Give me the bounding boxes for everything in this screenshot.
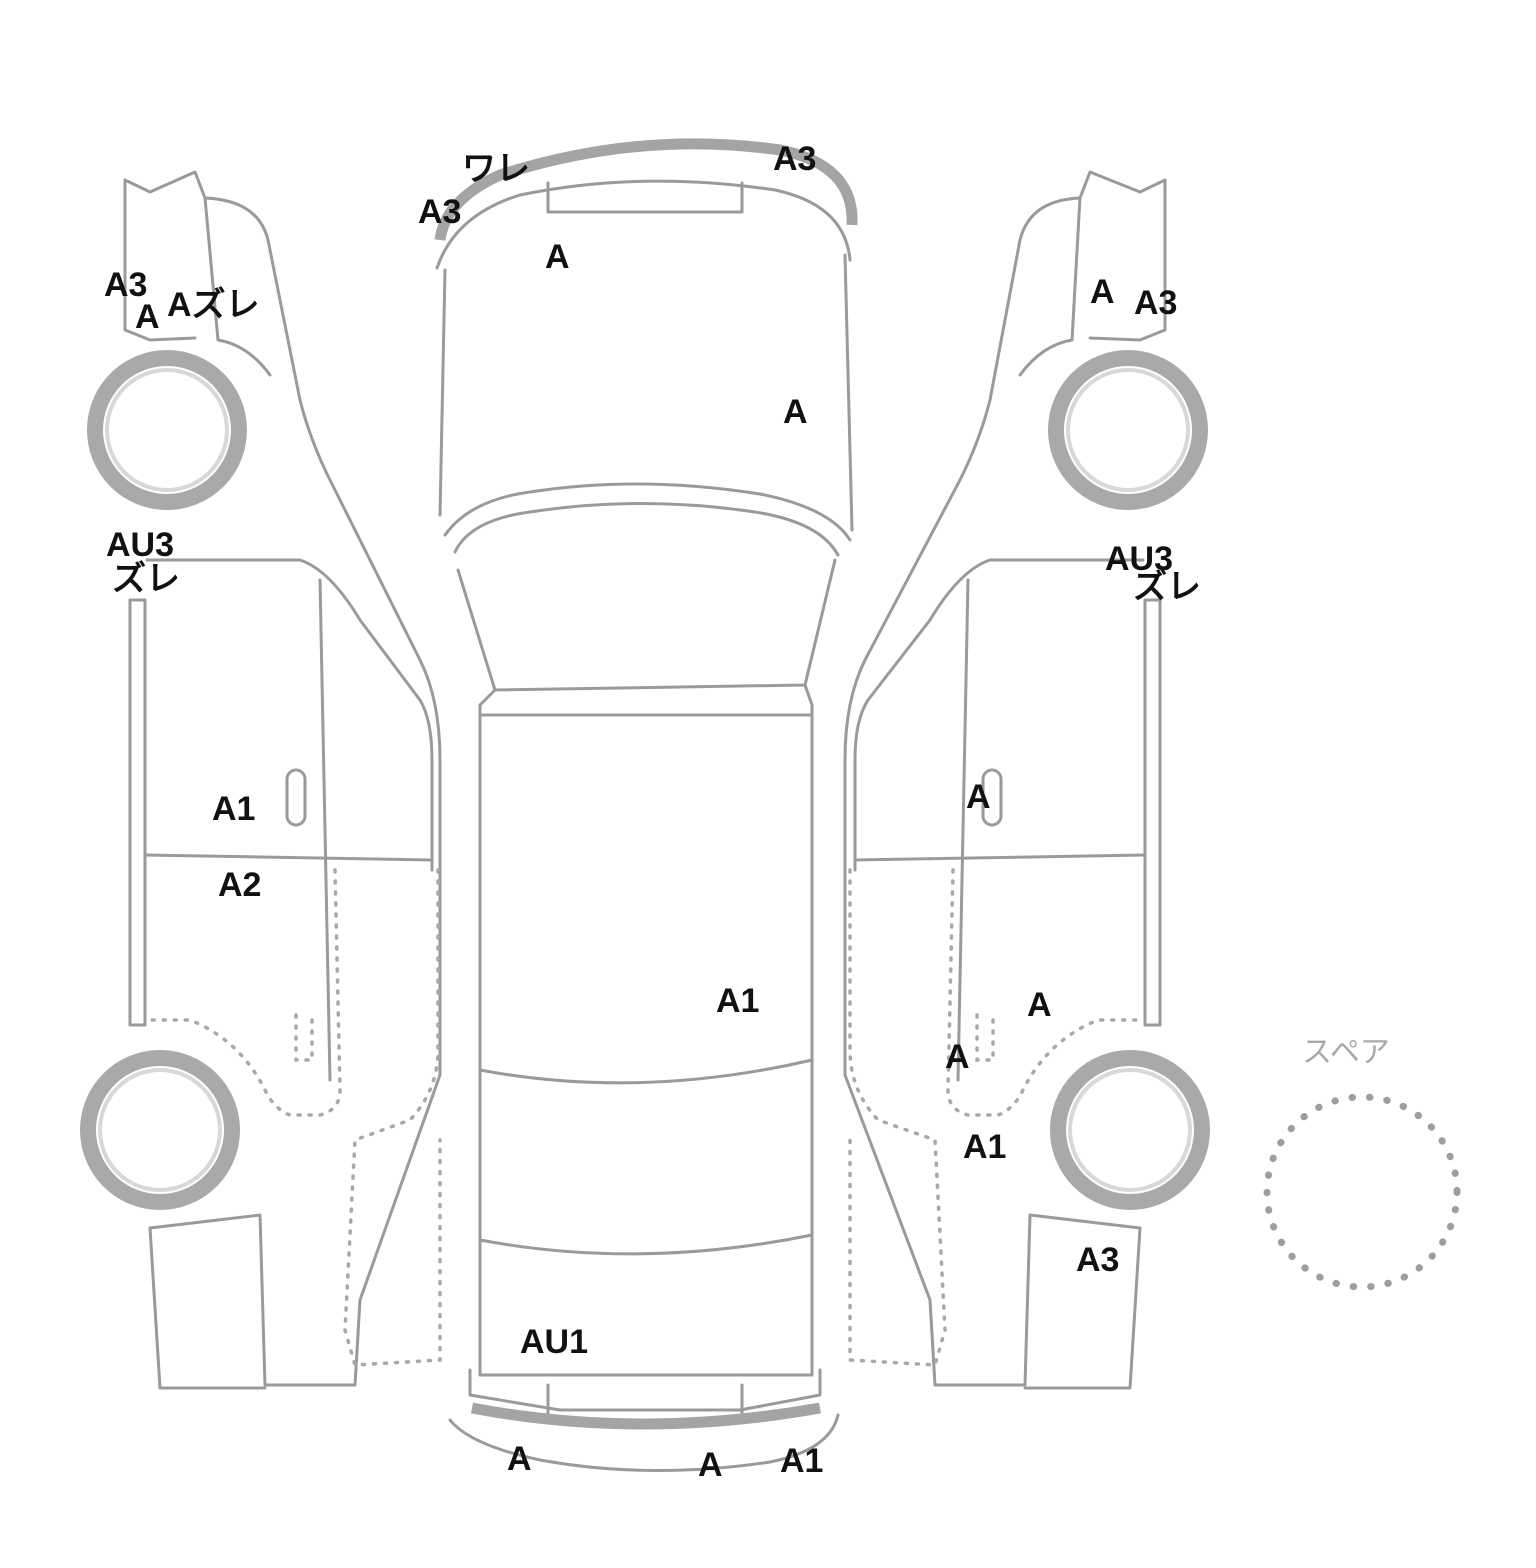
- damage-mark-right-pillar-zure: ズレ: [1133, 568, 1201, 606]
- spare-label: スペア: [1302, 1035, 1390, 1070]
- damage-mark-left-door-a1: A1: [212, 790, 256, 828]
- damage-mark-right-rear-a-lower: A: [945, 1038, 970, 1076]
- damage-mark-left-front-a-zure: Aズレ: [167, 286, 260, 324]
- damage-mark-rear-bumper-a-mid: A: [698, 1446, 723, 1484]
- damage-mark-right-front-a3: A3: [1134, 284, 1178, 322]
- spare-tire: [1263, 1093, 1461, 1291]
- damage-mark-front-bumper-wure: ワレ: [462, 150, 530, 188]
- top-view: [434, 138, 858, 1472]
- damage-mark-front-bumper-a3-left: A3: [418, 193, 462, 231]
- damage-mark-left-pillar-au3: AU3: [106, 526, 175, 564]
- damage-mark-right-door-a: A: [966, 778, 991, 816]
- damage-mark-left-pillar-zure: ズレ: [112, 560, 180, 598]
- damage-mark-hood-a: A: [783, 393, 808, 431]
- damage-mark-right-pillar-au3: AU3: [1105, 540, 1174, 578]
- damage-mark-left-front-a3: A3: [104, 266, 148, 304]
- damage-mark-right-front-a: A: [1090, 273, 1115, 311]
- damage-mark-rear-bumper-a-left: A: [507, 1440, 532, 1478]
- damage-mark-left-door-a2: A2: [218, 866, 262, 904]
- damage-mark-right-rear-a-upper: A: [1027, 986, 1052, 1024]
- damage-mark-rear-bumper-a1: A1: [780, 1442, 824, 1480]
- damage-mark-front-grille-a: A: [545, 238, 570, 276]
- left-side-view: [80, 170, 442, 1390]
- damage-mark-front-bumper-a3-right: A3: [773, 140, 817, 178]
- damage-mark-right-rear-a3: A3: [1076, 1241, 1120, 1279]
- damage-mark-right-rear-a1: A1: [963, 1128, 1007, 1166]
- damage-mark-trunk-au1: AU1: [520, 1323, 589, 1361]
- damage-mark-roof-a1: A1: [716, 982, 760, 1020]
- right-side-view: [843, 170, 1210, 1390]
- damage-mark-left-front-a: A: [135, 298, 160, 336]
